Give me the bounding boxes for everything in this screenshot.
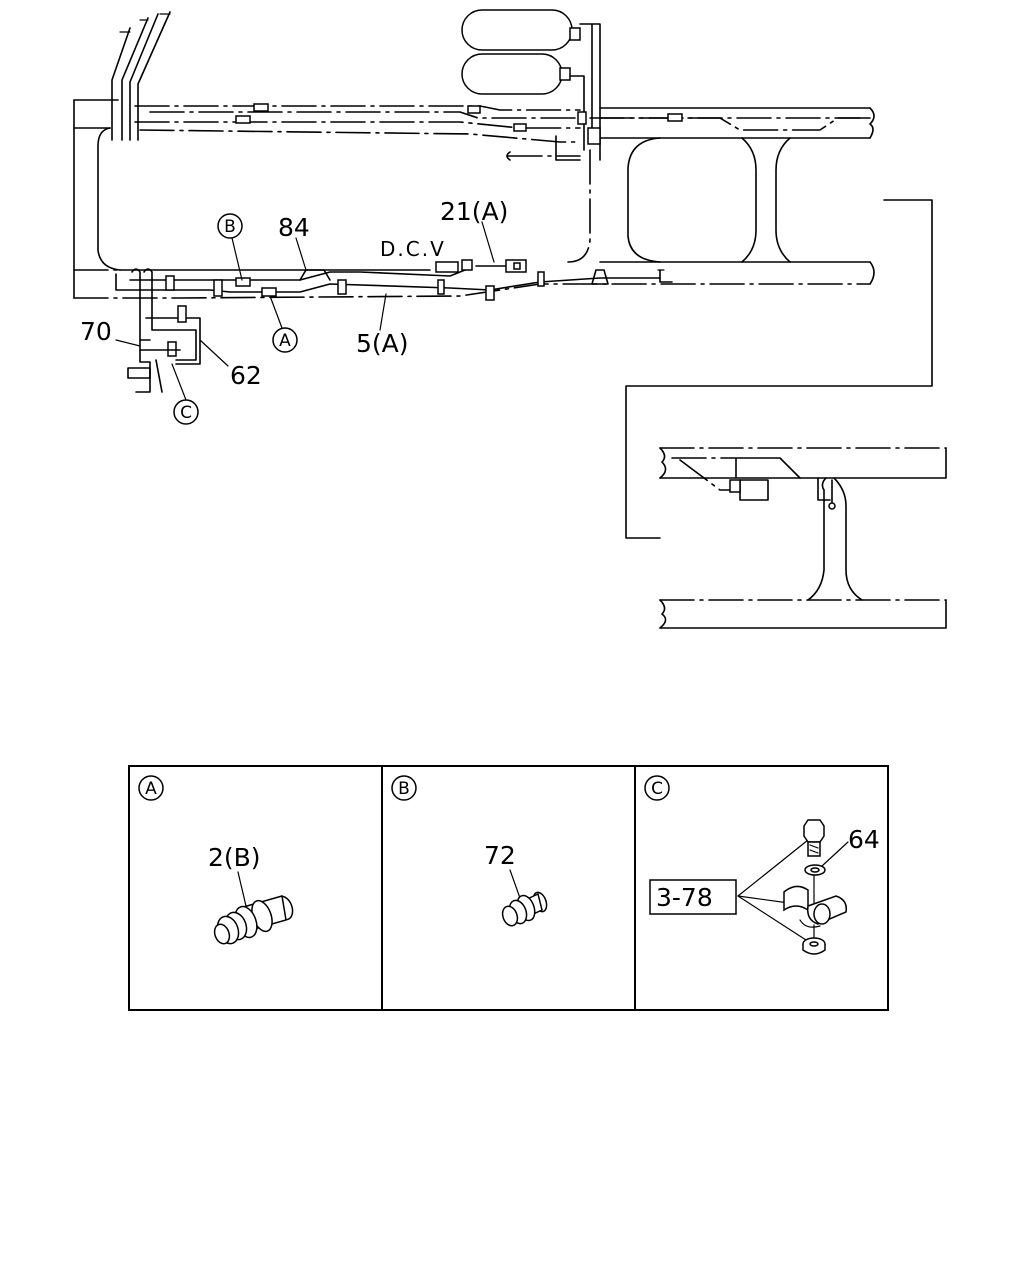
marker-a-main-letter: A — [279, 331, 291, 351]
nut-icon — [802, 937, 826, 955]
callout-2b: 2(B) — [208, 843, 261, 872]
marker-b-main — [217, 213, 243, 239]
callout-21a: 21(A) — [440, 197, 508, 226]
air-tanks — [461, 9, 601, 161]
marker-c-main-letter: C — [180, 403, 192, 423]
callout-5a: 5(A) — [356, 329, 409, 358]
panel-b-marker-letter: B — [398, 779, 410, 799]
panel-a-marker — [138, 775, 164, 801]
callout-dcv: D.C.V — [380, 237, 446, 261]
clip-icon — [783, 885, 848, 928]
connector-72-icon — [501, 891, 548, 927]
panel-a-marker-letter: A — [145, 779, 157, 799]
panel-b-marker — [391, 775, 417, 801]
callout-62: 62 — [230, 361, 262, 390]
panel-c: C 3-78 64 — [644, 775, 880, 955]
left-down-pipes — [127, 268, 201, 393]
bottom-pipe-run — [115, 259, 673, 301]
marker-c-main — [173, 399, 199, 425]
detail-inset-frame — [625, 199, 947, 629]
callout-72: 72 — [484, 841, 516, 870]
callout-64: 64 — [848, 825, 880, 854]
panel-b: B 72 — [391, 775, 548, 927]
marker-b-main-letter: B — [224, 217, 236, 237]
marker-a-main — [272, 327, 298, 353]
bolt-icon — [803, 819, 825, 857]
panel-c-marker-letter: C — [651, 779, 663, 799]
callout-70: 70 — [80, 317, 112, 346]
main-leaders — [115, 221, 495, 401]
detail-panels — [128, 765, 889, 1011]
ref-box-3-78 — [649, 879, 737, 915]
washer-icon — [804, 864, 826, 876]
callout-84: 84 — [278, 213, 310, 242]
chassis-frame — [73, 11, 875, 299]
main-labels: B 84 21(A) D.C.V A 5(A) 70 62 C — [80, 197, 508, 425]
callout-3-78: 3-78 — [656, 883, 713, 912]
panel-c-marker — [644, 775, 670, 801]
panel-a: A 2(B) — [138, 775, 294, 945]
connector-2b-icon — [213, 895, 294, 945]
top-rail-clips — [235, 103, 683, 132]
